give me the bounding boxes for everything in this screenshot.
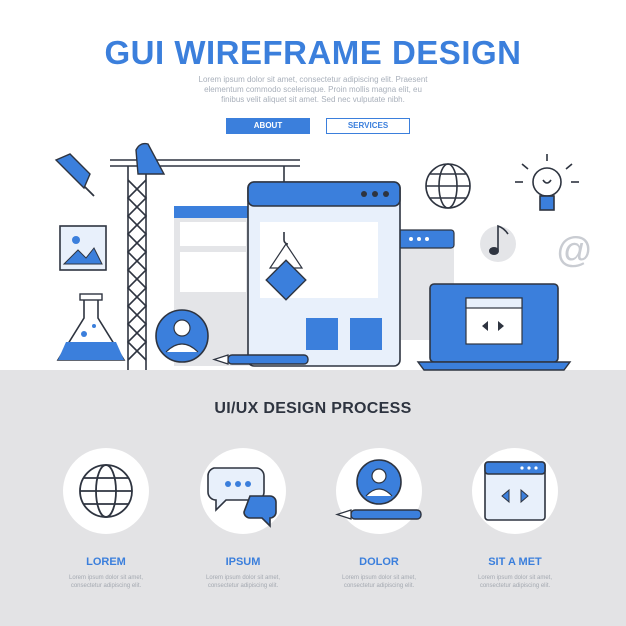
- crane-cabin-icon: [135, 142, 166, 175]
- flask-icon: [56, 293, 126, 361]
- image-icon: [59, 225, 107, 271]
- step-description: Lorem ipsum dolor sit amet, consectetur …: [477, 575, 553, 589]
- hero-illustration: @: [54, 142, 593, 371]
- light-bulb-icon: [515, 154, 579, 211]
- pencil-icon: [335, 509, 422, 520]
- main-window-icon: [247, 181, 401, 367]
- step-label: DOLOR: [359, 556, 399, 568]
- step-description: Lorem ipsum dolor sit amet, consectetur …: [205, 575, 281, 589]
- user-avatar-icon: [155, 309, 209, 363]
- intro-text: Lorem ipsum dolor sit amet, consectetur …: [198, 75, 428, 104]
- background-window-icon: [174, 206, 252, 366]
- push-pin-icon: [54, 153, 95, 197]
- process-step-lorem: LOREM Lorem ipsum dolor sit amet, consec…: [56, 448, 156, 589]
- step-label: LOREM: [86, 556, 126, 568]
- process-step-sit-a-met: SIT A MET Lorem ipsum dolor sit amet, co…: [465, 448, 565, 589]
- music-note-icon: [480, 224, 516, 262]
- step-description: Lorem ipsum dolor sit amet, consectetur …: [341, 575, 417, 589]
- step-circle: [63, 448, 149, 534]
- step-label: IPSUM: [225, 556, 261, 568]
- hook-icon: [265, 232, 307, 301]
- page-title: GUI WIREFRAME DESIGN: [104, 34, 522, 71]
- step-description: Lorem ipsum dolor sit amet, consectetur …: [68, 575, 144, 589]
- step-label: SIT A MET: [488, 556, 542, 568]
- process-title: UI/UX DESIGN PROCESS: [214, 400, 412, 417]
- globe-icon: [425, 163, 471, 209]
- laptop-icon: [416, 283, 572, 371]
- services-button[interactable]: SERVICES: [326, 118, 410, 134]
- user-profile-icon: [356, 459, 402, 505]
- process-step-ipsum: IPSUM Lorem ipsum dolor sit amet, consec…: [193, 448, 293, 589]
- about-button[interactable]: ABOUT: [226, 118, 310, 134]
- step-circle: [472, 448, 558, 534]
- at-symbol-icon: @: [556, 229, 593, 270]
- step-circle: [200, 448, 286, 534]
- chat-bubbles-icon: [207, 467, 277, 528]
- globe-icon: [79, 464, 133, 518]
- pencil-icon: [212, 354, 309, 365]
- code-window-icon: [484, 461, 546, 521]
- process-step-dolor: DOLOR Lorem ipsum dolor sit amet, consec…: [329, 448, 429, 589]
